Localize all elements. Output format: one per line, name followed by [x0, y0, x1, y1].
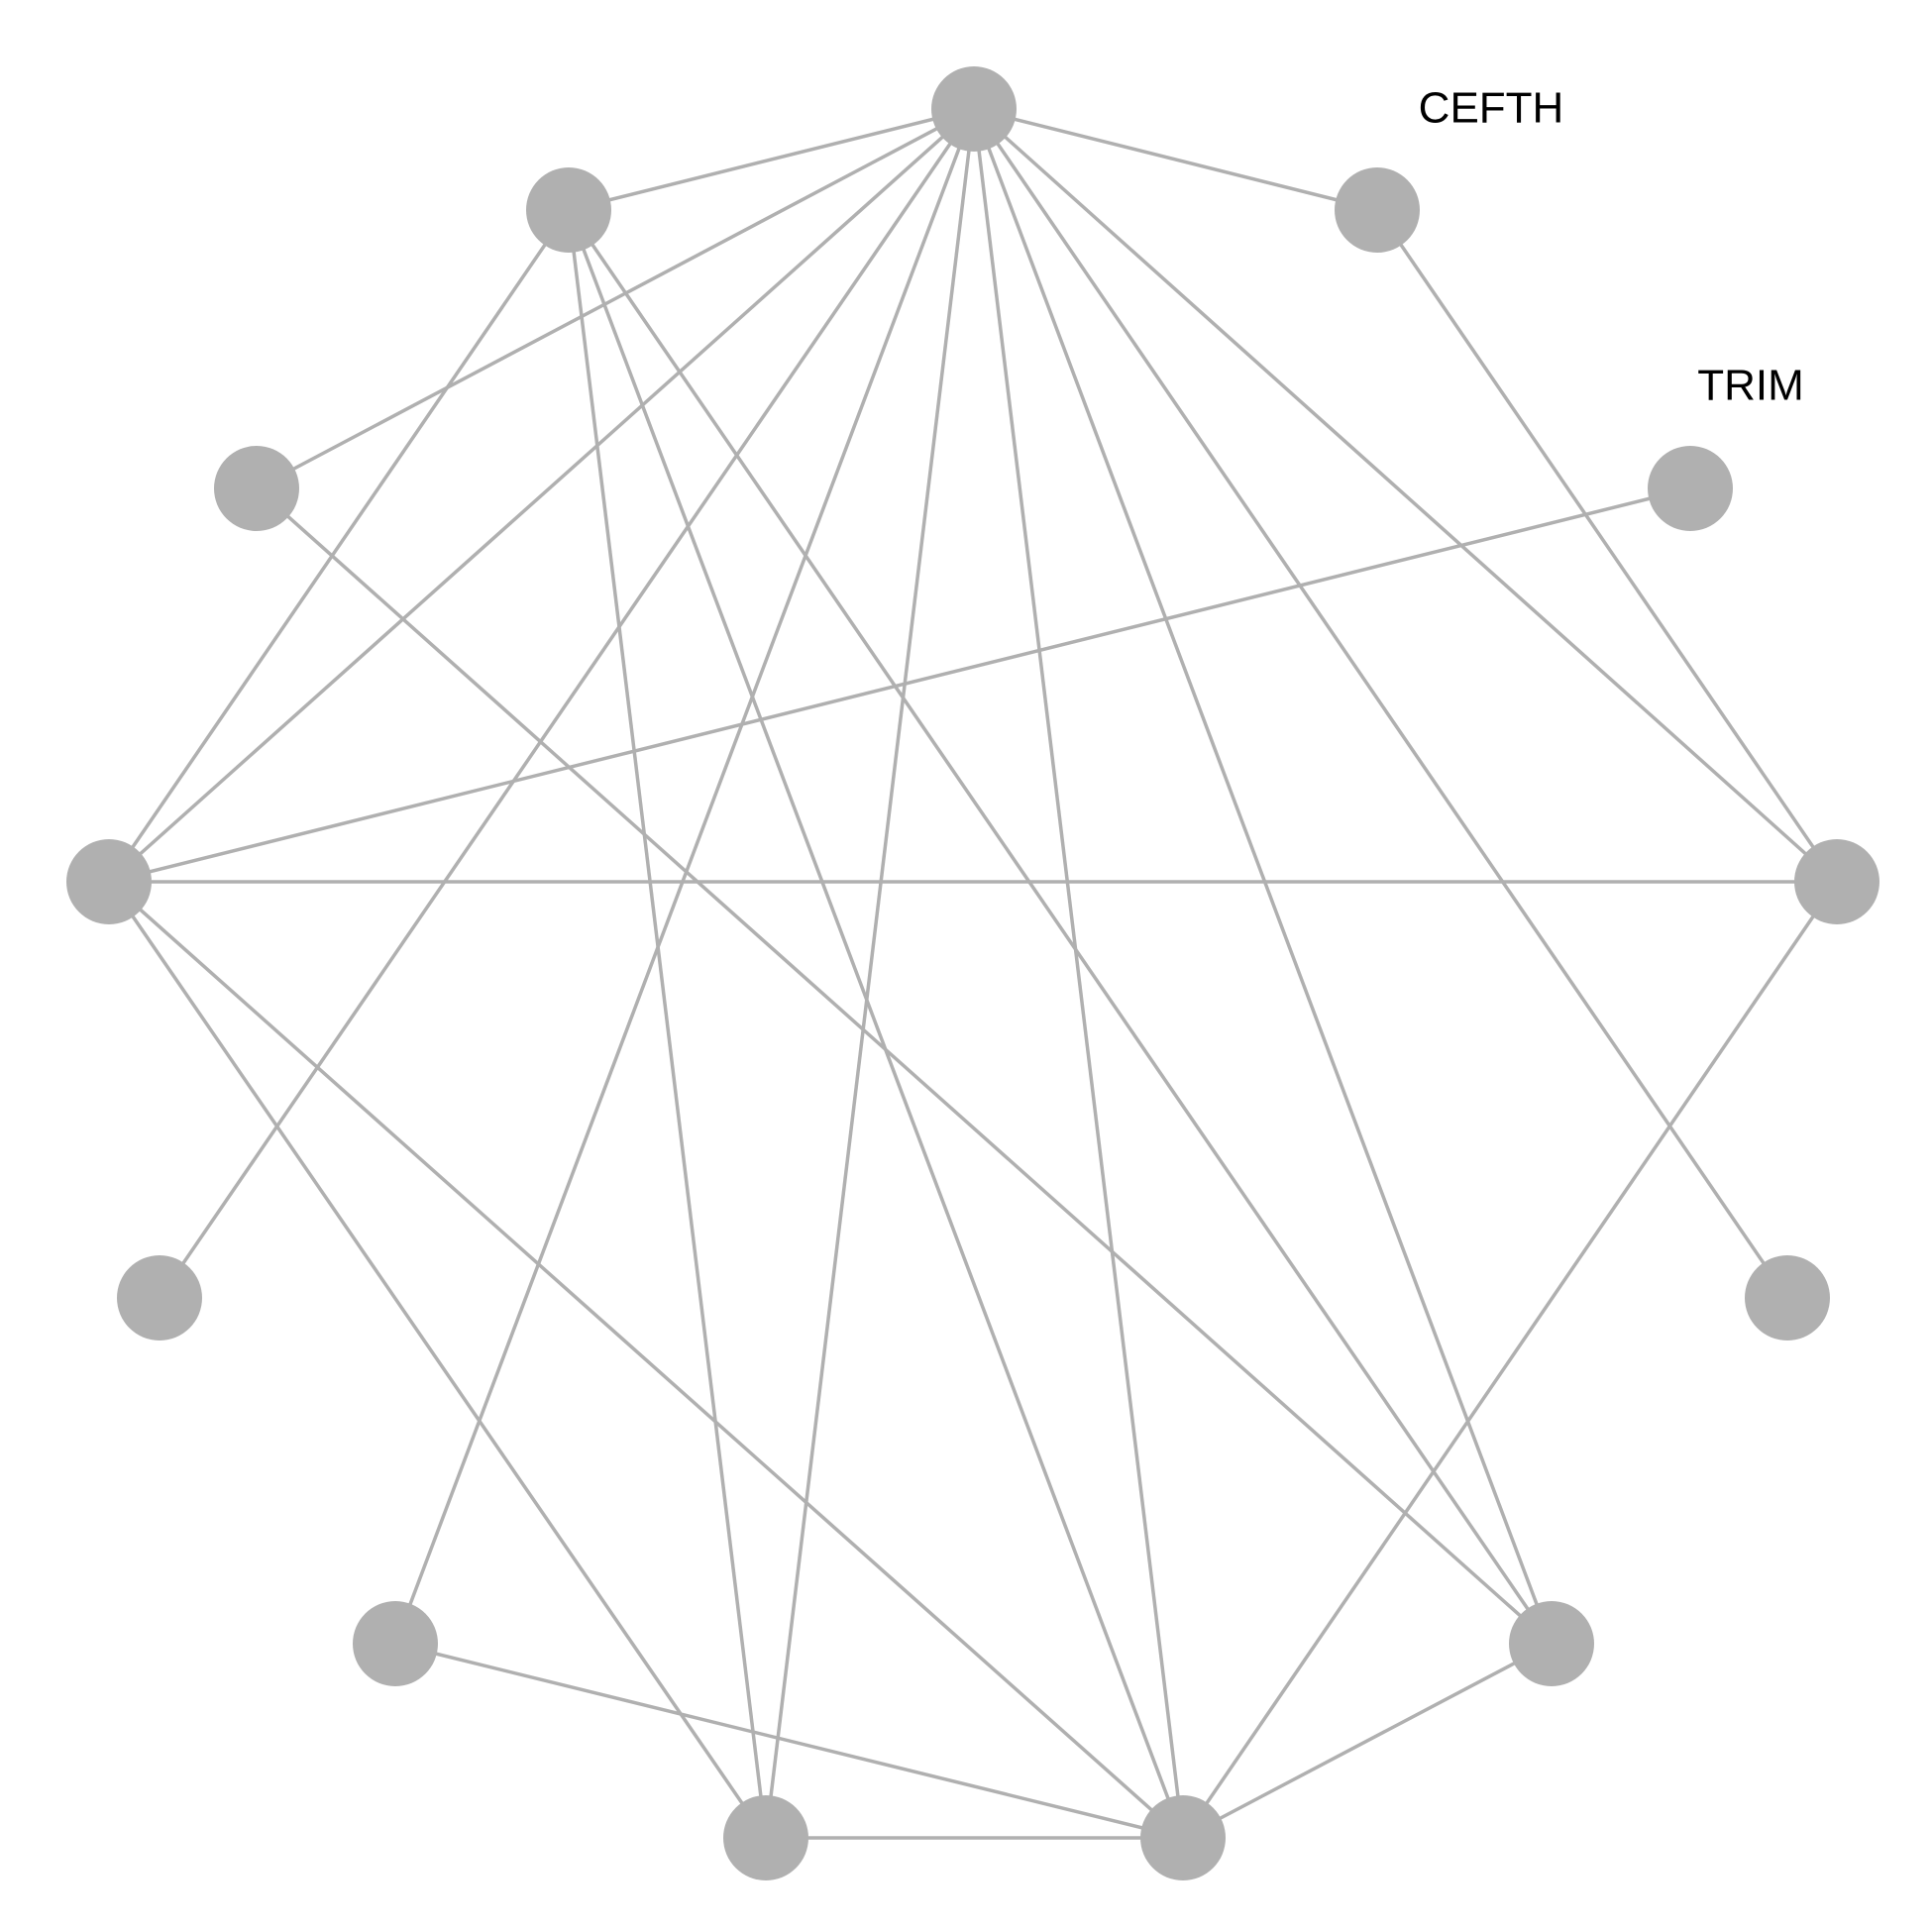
edge-n11-n5 [255, 486, 1554, 1646]
edge-n8-n6 [394, 1642, 1184, 1840]
edge-n0-n8 [393, 108, 976, 1645]
node-layer [66, 66, 1879, 1880]
edge-n3-n6 [1181, 881, 1839, 1839]
graph-node-n8 [353, 1601, 438, 1686]
edge-layer [107, 107, 1839, 1840]
edge-n1-n3 [1375, 209, 1839, 883]
edge-n0-n4 [972, 108, 1789, 1299]
graph-node-n0 [931, 66, 1017, 152]
graph-node-n5 [1509, 1601, 1594, 1686]
graph-node-n10 [66, 839, 152, 924]
edge-n10-n7 [107, 881, 768, 1839]
edge-n12-n6 [567, 209, 1185, 1839]
edge-n0-n10 [107, 107, 976, 884]
graph-node-n9 [117, 1255, 202, 1341]
graph-node-n11 [214, 446, 299, 531]
label-layer: CEFTH TRIM [1419, 84, 1804, 410]
edge-n2-n10 [108, 486, 1691, 884]
node-label-cefth: CEFTH [1419, 84, 1564, 133]
graph-node-n3 [1794, 839, 1879, 924]
graph-node-n2 [1648, 446, 1733, 531]
edge-n0-n7 [764, 108, 976, 1839]
graph-node-n1 [1335, 167, 1420, 253]
edge-n0-n5 [972, 108, 1554, 1645]
edge-n10-n6 [107, 880, 1185, 1840]
node-label-trim: TRIM [1697, 362, 1804, 410]
graph-node-n7 [723, 1795, 808, 1880]
edge-n5-n6 [1182, 1642, 1553, 1840]
edge-n0-n1 [973, 107, 1378, 212]
edge-n12-n7 [567, 209, 768, 1839]
edge-n0-n3 [972, 107, 1839, 884]
edge-n12-n5 [567, 209, 1554, 1645]
edge-n0-n12 [568, 107, 975, 212]
edge-n12-n10 [107, 209, 571, 883]
graph-node-n4 [1745, 1255, 1830, 1341]
graph-node-n6 [1140, 1795, 1226, 1880]
edge-n0-n6 [972, 108, 1185, 1839]
edge-n0-n11 [256, 107, 975, 490]
graph-node-n12 [526, 167, 611, 253]
edge-n0-n9 [158, 108, 976, 1299]
